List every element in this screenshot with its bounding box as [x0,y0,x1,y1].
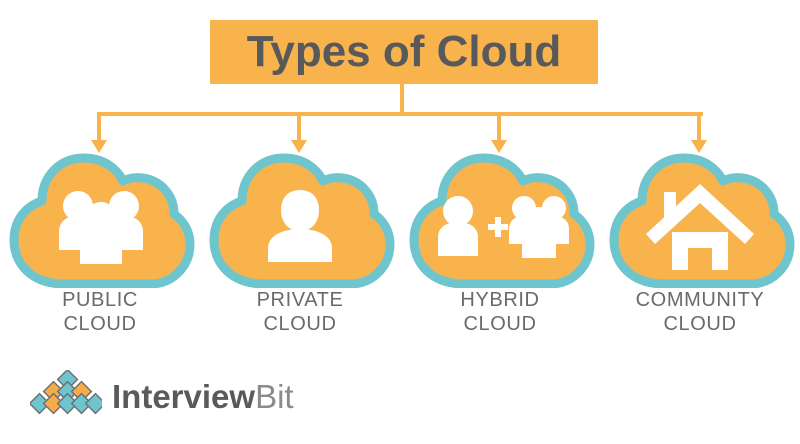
person-plus-group-icon [438,196,569,258]
label-line-1: PRIVATE [256,289,344,311]
cloud-label-community: COMMUNITY CLOUD [600,288,800,336]
interviewbit-logo[interactable]: InterviewBit [30,368,294,422]
house-icon [646,184,754,270]
wordmark-interview: Interview [112,377,256,415]
label-line-1: COMMUNITY [635,289,765,311]
page-title: Types of Cloud [246,27,562,76]
interviewbit-diamond-mark-icon [30,370,102,415]
cloud-label-private: PRIVATE CLOUD [200,288,400,336]
cloud-label-public: PUBLIC CLOUD [0,288,200,336]
cloud-label-hybrid: HYBRID CLOUD [400,288,600,336]
label-line-1: PUBLIC [62,289,138,311]
cloud-card-private[interactable] [202,148,398,288]
label-line-2: CLOUD [63,313,137,335]
label-line-2: CLOUD [663,313,737,335]
interviewbit-wordmark: InterviewBit [112,380,294,413]
group-of-people-icon [59,191,143,264]
single-person-icon [268,190,332,262]
label-line-2: CLOUD [263,313,337,335]
cloud-card-public[interactable] [2,148,198,288]
cloud-card-community[interactable] [602,148,798,288]
page-title-box: Types of Cloud [210,20,598,84]
label-line-2: CLOUD [463,313,537,335]
label-line-1: HYBRID [460,289,540,311]
cloud-card-hybrid[interactable] [402,148,598,288]
wordmark-bit: Bit [255,377,294,415]
cloud-shape-icon [609,153,795,288]
